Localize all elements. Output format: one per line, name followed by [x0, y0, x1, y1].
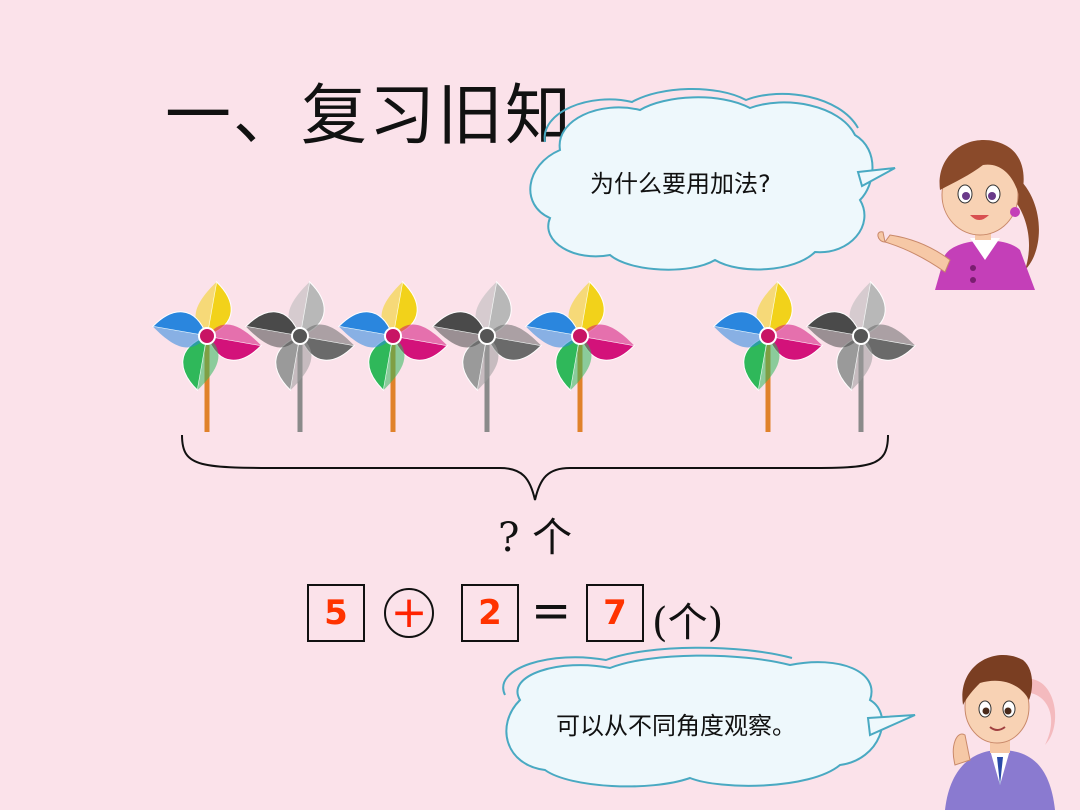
addend-box-1: 5 [307, 584, 365, 642]
pinwheel-2 [244, 280, 356, 432]
girl-character-illustration [877, 140, 1039, 290]
addend-box-2: 2 [461, 584, 519, 642]
pinwheel-4 [431, 280, 543, 432]
bubble-bottom-text: 可以从不同角度观察。 [556, 712, 796, 740]
boy-character-illustration [945, 655, 1056, 810]
plus-operator: + [384, 588, 434, 638]
pinwheel-7 [805, 280, 917, 432]
pinwheel-6 [712, 280, 824, 432]
bubble-top-text: 为什么要用加法? [590, 170, 771, 198]
pinwheel-1 [151, 280, 263, 432]
pinwheel-3 [337, 280, 449, 432]
unknown-total-label: ? 个 [498, 515, 573, 561]
slide-title: 一、复习旧知 [165, 77, 573, 154]
equals-sign: = [531, 583, 572, 639]
unit-label: (个) [652, 600, 724, 646]
result-box: 7 [586, 584, 644, 642]
pinwheel-5 [524, 280, 636, 432]
